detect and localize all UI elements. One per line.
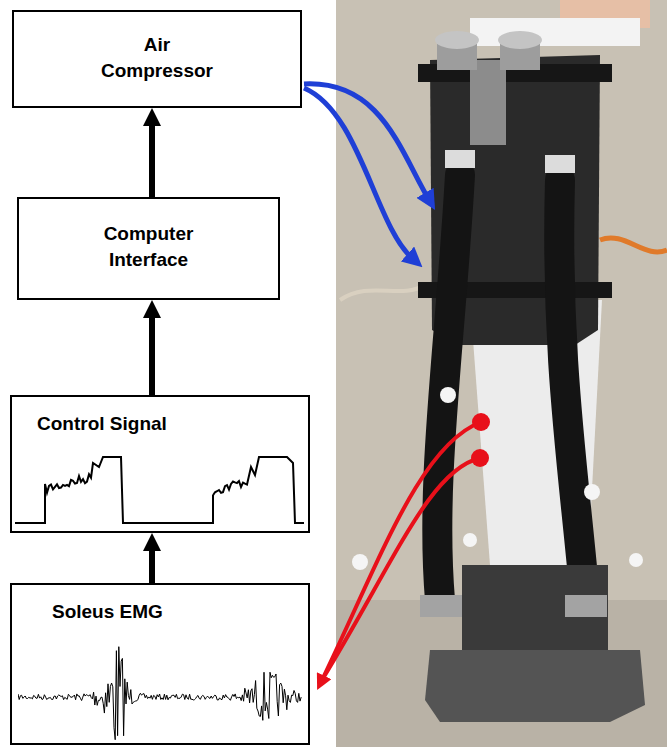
air-hose-arrow	[304, 84, 428, 198]
fitting	[545, 155, 575, 173]
process-box: Air Compressor	[12, 10, 302, 108]
foot-plate	[425, 650, 645, 722]
clamp	[565, 595, 607, 617]
marker-ball	[463, 533, 477, 547]
flow-arrow	[149, 126, 155, 197]
control-trace	[15, 457, 304, 523]
box-label: Computer Interface	[79, 199, 219, 286]
emg-lead-arrow	[322, 422, 481, 680]
flow-arrow	[149, 318, 155, 395]
marker-ball	[352, 554, 368, 570]
process-box: Computer Interface	[17, 197, 280, 300]
signal-label: Soleus EMG	[12, 585, 308, 629]
sock-band	[470, 18, 640, 46]
ankle-brace	[462, 565, 608, 650]
emg-trace	[18, 646, 301, 739]
marker-ball	[629, 553, 643, 567]
box-label: Air Compressor	[82, 12, 232, 97]
clamp	[420, 595, 462, 617]
electrode	[472, 413, 490, 431]
emg-waveform	[18, 631, 304, 743]
muscle-tube	[437, 175, 460, 600]
air-hose-arrow	[304, 88, 412, 258]
flow-arrow	[149, 551, 155, 583]
marker-ball	[584, 484, 600, 500]
bracket	[470, 60, 506, 145]
electrode	[471, 449, 489, 467]
signal-label: Control Signal	[12, 397, 308, 441]
metal-cap	[498, 31, 542, 49]
control-waveform	[15, 445, 305, 530]
marker-ball	[440, 387, 456, 403]
photo-background	[336, 0, 667, 747]
muscle-tube	[559, 180, 585, 600]
cable	[340, 285, 425, 300]
fitting	[445, 150, 475, 168]
cable	[600, 238, 667, 252]
emg-lead	[322, 458, 480, 680]
signal-box: Soleus EMG	[10, 583, 310, 745]
metal-cap	[435, 31, 479, 49]
signal-box: Control Signal	[10, 395, 310, 533]
